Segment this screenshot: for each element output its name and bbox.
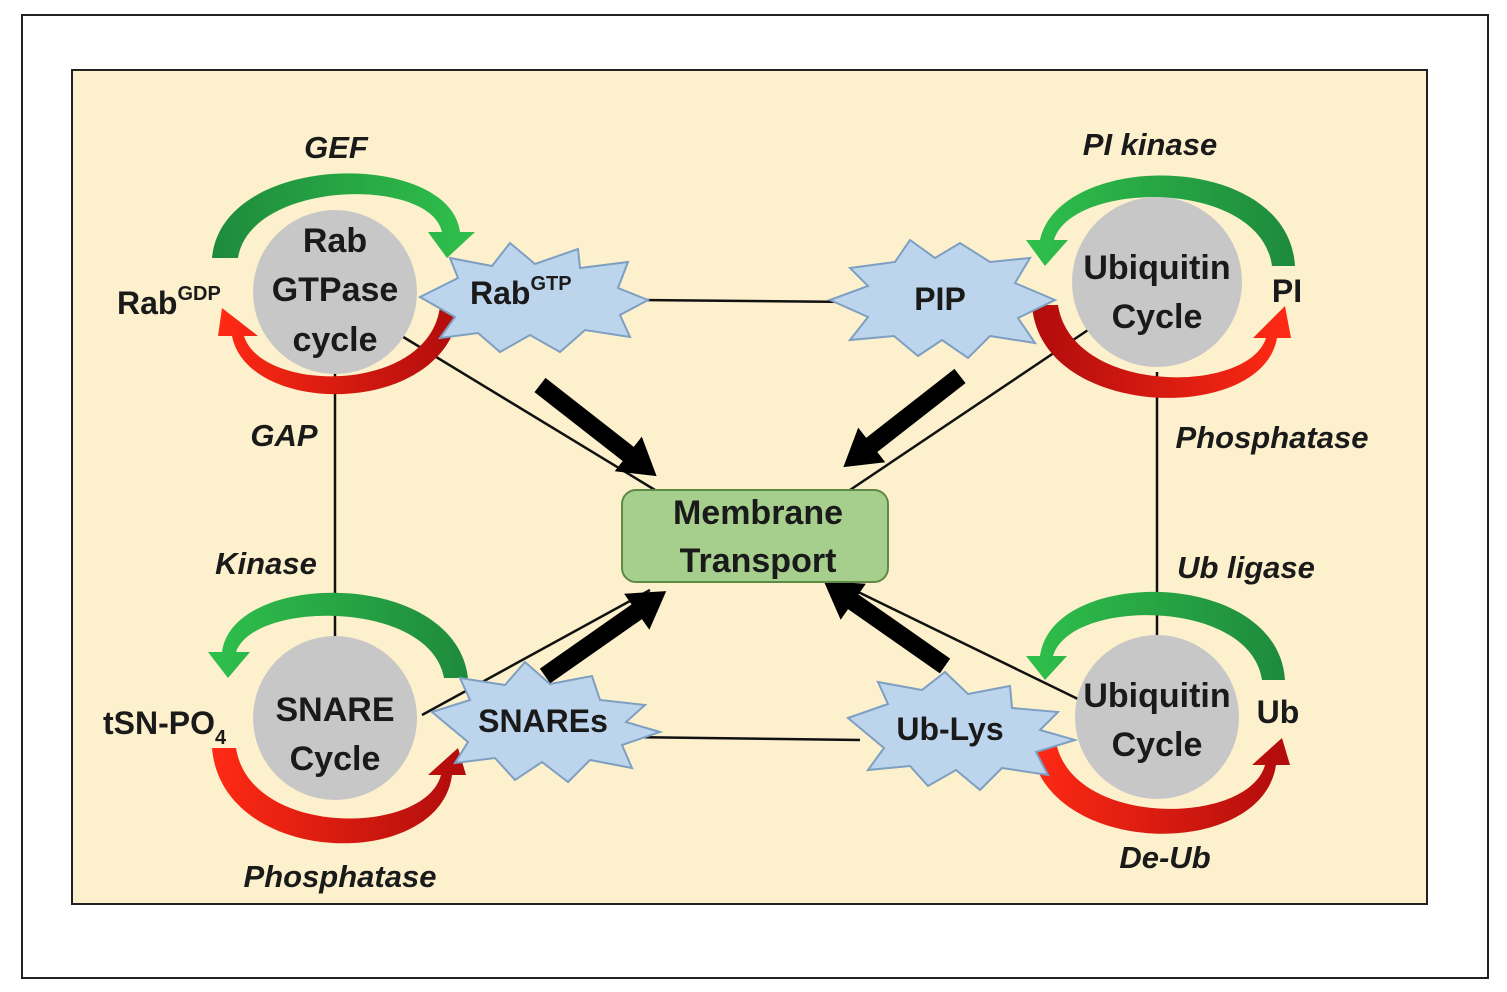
green-curved-arrow-icon — [1026, 591, 1285, 680]
green-curved-arrow-icon — [1026, 175, 1295, 266]
pi-kinase-label: PI kinase — [1083, 127, 1217, 162]
pi-label: PI — [1272, 273, 1302, 309]
ub-lys-star-shape — [846, 670, 1079, 792]
black-arrow-icon — [534, 377, 657, 477]
rab-cycle-label-3: cycle — [292, 321, 377, 359]
gap-label: GAP — [250, 418, 318, 453]
ub-cycle-label-2: Cycle — [1112, 726, 1203, 764]
rab-gtp-star-shape — [417, 241, 651, 354]
ub-ligase-label: Ub ligase — [1177, 550, 1315, 585]
snare-phosphatase-label: Phosphatase — [244, 859, 437, 894]
snare-cycle-circle — [253, 636, 417, 800]
pi-phosphatase-label: Phosphatase — [1176, 420, 1369, 455]
tsn-po4-label: tSN-PO4 — [103, 705, 227, 749]
pi-cycle: Ubiquitin Cycle PIP PI PI kinase Phospha… — [827, 127, 1369, 455]
gef-label: GEF — [304, 130, 369, 165]
center-label-1: Membrane — [673, 494, 843, 532]
rab-gdp-label: RabGDP — [117, 283, 221, 321]
red-curved-arrow-icon — [1032, 305, 1291, 398]
black-arrow-icon — [539, 591, 667, 684]
snares-star-shape — [429, 660, 664, 784]
pi-cycle-circle — [1072, 197, 1242, 367]
green-curved-arrow-icon — [212, 173, 475, 258]
snare-cycle-label-1: SNARE — [275, 691, 394, 729]
ub-cycle-circle — [1075, 635, 1239, 799]
kinase-label: Kinase — [215, 546, 317, 581]
pi-cycle-label-1: Ubiquitin — [1083, 249, 1230, 287]
red-curved-arrow-icon — [218, 306, 460, 395]
membrane-transport-box: Membrane Transport — [621, 489, 889, 583]
rab-gtp-label: RabGTP — [470, 273, 572, 311]
snare-cycle-label-2: Cycle — [290, 740, 381, 778]
green-curved-arrow-icon — [208, 592, 468, 678]
ub-cycle: Ubiquitin Cycle Ub-Lys Ub Ub ligase De-U… — [846, 550, 1315, 875]
flow-arrows — [534, 368, 966, 684]
rab-cycle-label-2: GTPase — [272, 271, 399, 309]
rab-cycle: Rab GTPase cycle RabGTP RabGDP GEF GAP — [117, 130, 651, 453]
pip-star-shape — [827, 238, 1058, 360]
black-arrow-icon — [843, 368, 966, 468]
center-label-2: Transport — [680, 542, 837, 580]
pip-label: PIP — [914, 281, 966, 317]
red-curved-arrow-icon — [212, 748, 466, 844]
ub-lys-label: Ub-Lys — [896, 711, 1003, 747]
red-curved-arrow-icon — [1030, 738, 1290, 834]
de-ub-label: De-Ub — [1119, 840, 1210, 875]
black-arrow-icon — [823, 581, 951, 674]
rab-cycle-circle — [253, 210, 417, 374]
snares-label: SNAREs — [478, 703, 608, 739]
rab-cycle-label-1: Rab — [303, 222, 367, 260]
ub-label: Ub — [1257, 694, 1300, 730]
snare-cycle: SNARE Cycle SNAREs tSN-PO4 Kinase Phosph… — [103, 546, 664, 894]
pi-cycle-label-2: Cycle — [1112, 298, 1203, 336]
ub-cycle-label-1: Ubiquitin — [1083, 677, 1230, 715]
